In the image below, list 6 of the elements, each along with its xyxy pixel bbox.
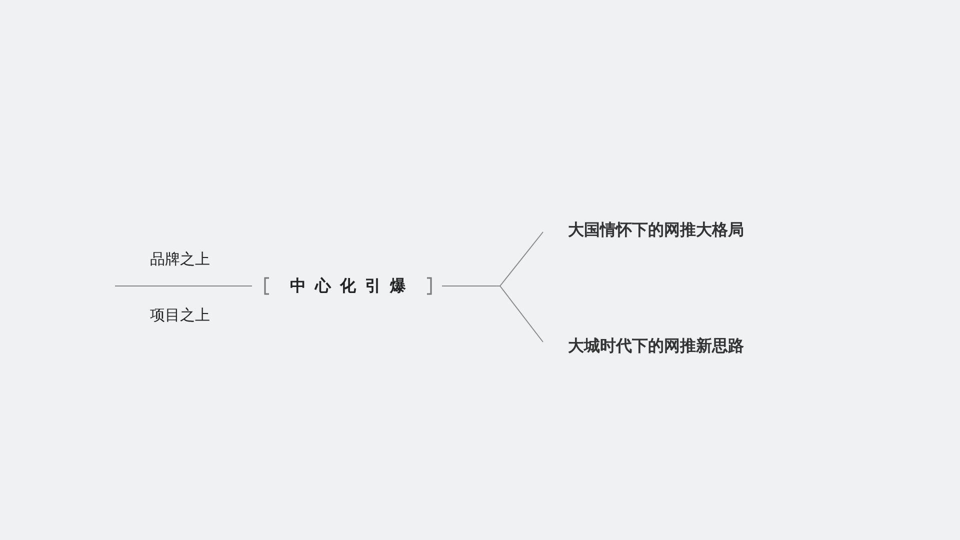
- branch-heading: 大城时代下的网推新思路: [568, 336, 744, 356]
- side-label: 项目之上: [150, 306, 210, 325]
- center-title: 中心化引爆: [290, 276, 415, 296]
- connector-line: [442, 286, 544, 342]
- branch-heading: 大国情怀下的网推大格局: [568, 220, 744, 240]
- side-label: 品牌之上: [150, 250, 210, 269]
